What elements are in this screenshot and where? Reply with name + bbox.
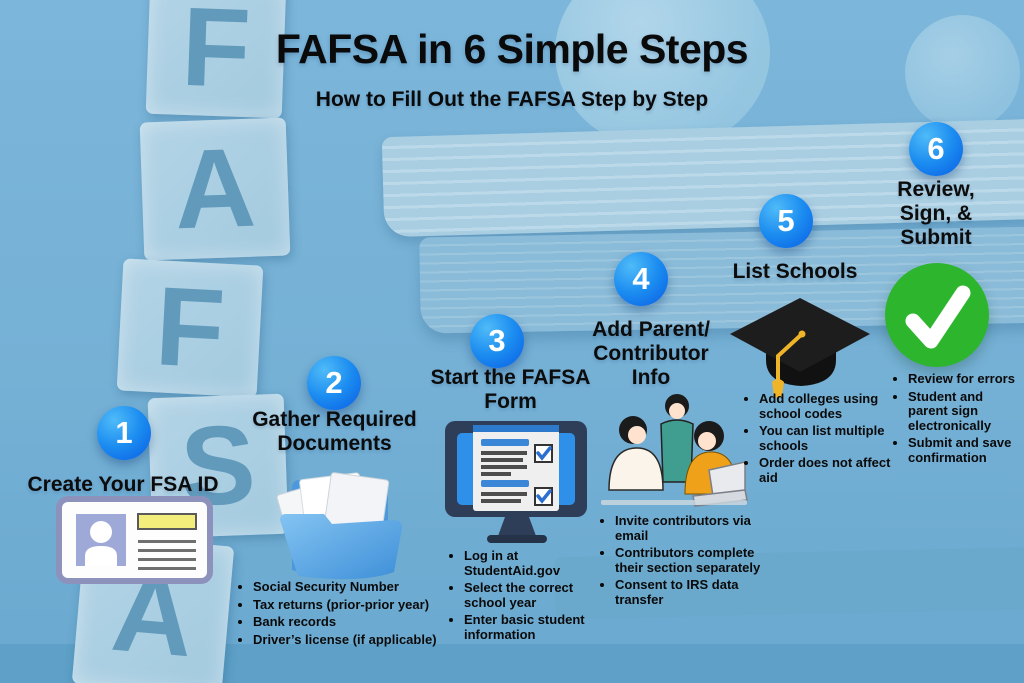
bullet-item: Submit and save confirmation	[908, 435, 1023, 465]
step-number: 1	[115, 415, 133, 450]
step5-bullets: Add colleges using school codes You can …	[744, 391, 896, 488]
bullet-item: Bank records	[253, 615, 446, 630]
page-title: FAFSA in 6 Simple Steps	[275, 26, 749, 72]
block-letter: F	[152, 263, 228, 392]
step2-number-badge: 2	[307, 356, 361, 410]
step-number: 6	[927, 131, 945, 166]
step-number: 3	[488, 323, 506, 358]
step-number: 5	[777, 203, 795, 238]
bullet-item: Add colleges using school codes	[759, 391, 896, 421]
background-globe-shape	[555, 0, 770, 150]
family-at-laptop-icon	[597, 390, 749, 519]
bullet-item: Driver’s license (if applicable)	[253, 632, 446, 648]
step-number: 2	[325, 365, 343, 400]
id-card-icon	[56, 496, 213, 589]
step2-bullets: Social Security Number Tax returns (prio…	[238, 579, 446, 650]
step5-number-badge: 5	[759, 194, 813, 248]
step4-bullets: Invite contributors via email Contributo…	[600, 513, 772, 610]
bullet-item: Order does not affect aid	[759, 455, 896, 485]
bullet-item: Social Security Number	[253, 579, 446, 595]
bullet-item: Consent to IRS data transfer	[615, 577, 772, 607]
page-subtitle: How to Fill Out the FAFSA Step by Step	[315, 88, 709, 111]
step3-title: Start the FAFSA Form	[430, 366, 591, 413]
bullet-item: You can list multiple schools	[759, 423, 896, 453]
green-checkmark-icon	[885, 263, 989, 367]
step3-bullets: Log in at StudentAid.gov Select the corr…	[449, 548, 611, 645]
wooden-block-a1: A	[139, 117, 291, 261]
step1-title: Create Your FSA ID	[27, 473, 219, 496]
step5-title: List Schools	[732, 260, 858, 283]
step4-number-badge: 4	[614, 252, 668, 306]
wooden-block-f2: F	[116, 258, 264, 398]
bullet-item: Select the correct school year	[464, 580, 611, 610]
step1-number-badge: 1	[97, 406, 151, 460]
bullet-item: Contributors complete their section sepa…	[615, 545, 772, 575]
step2-title: Gather Required Documents	[252, 408, 417, 455]
step-number: 4	[632, 261, 650, 296]
bullet-item: Log in at StudentAid.gov	[464, 548, 611, 578]
step6-bullets: Review for errors Student and parent sig…	[893, 371, 1023, 468]
bullet-item: Tax returns (prior-prior year)	[253, 597, 446, 613]
block-letter: A	[172, 124, 258, 253]
bullet-item: Review for errors	[908, 371, 1023, 387]
graduation-cap-icon	[726, 296, 874, 405]
step4-title: Add Parent/ Contributor Info	[592, 318, 710, 389]
folder-documents-icon	[266, 460, 414, 589]
step3-number-badge: 3	[470, 314, 524, 368]
computer-form-icon	[442, 416, 592, 551]
bullet-item: Invite contributors via email	[615, 513, 772, 543]
step6-title: Review, Sign, & Submit	[897, 178, 975, 249]
step6-number-badge: 6	[909, 122, 963, 176]
bullet-item: Student and parent sign electronically	[908, 389, 1023, 434]
bullet-item: Enter basic student information	[464, 612, 611, 642]
